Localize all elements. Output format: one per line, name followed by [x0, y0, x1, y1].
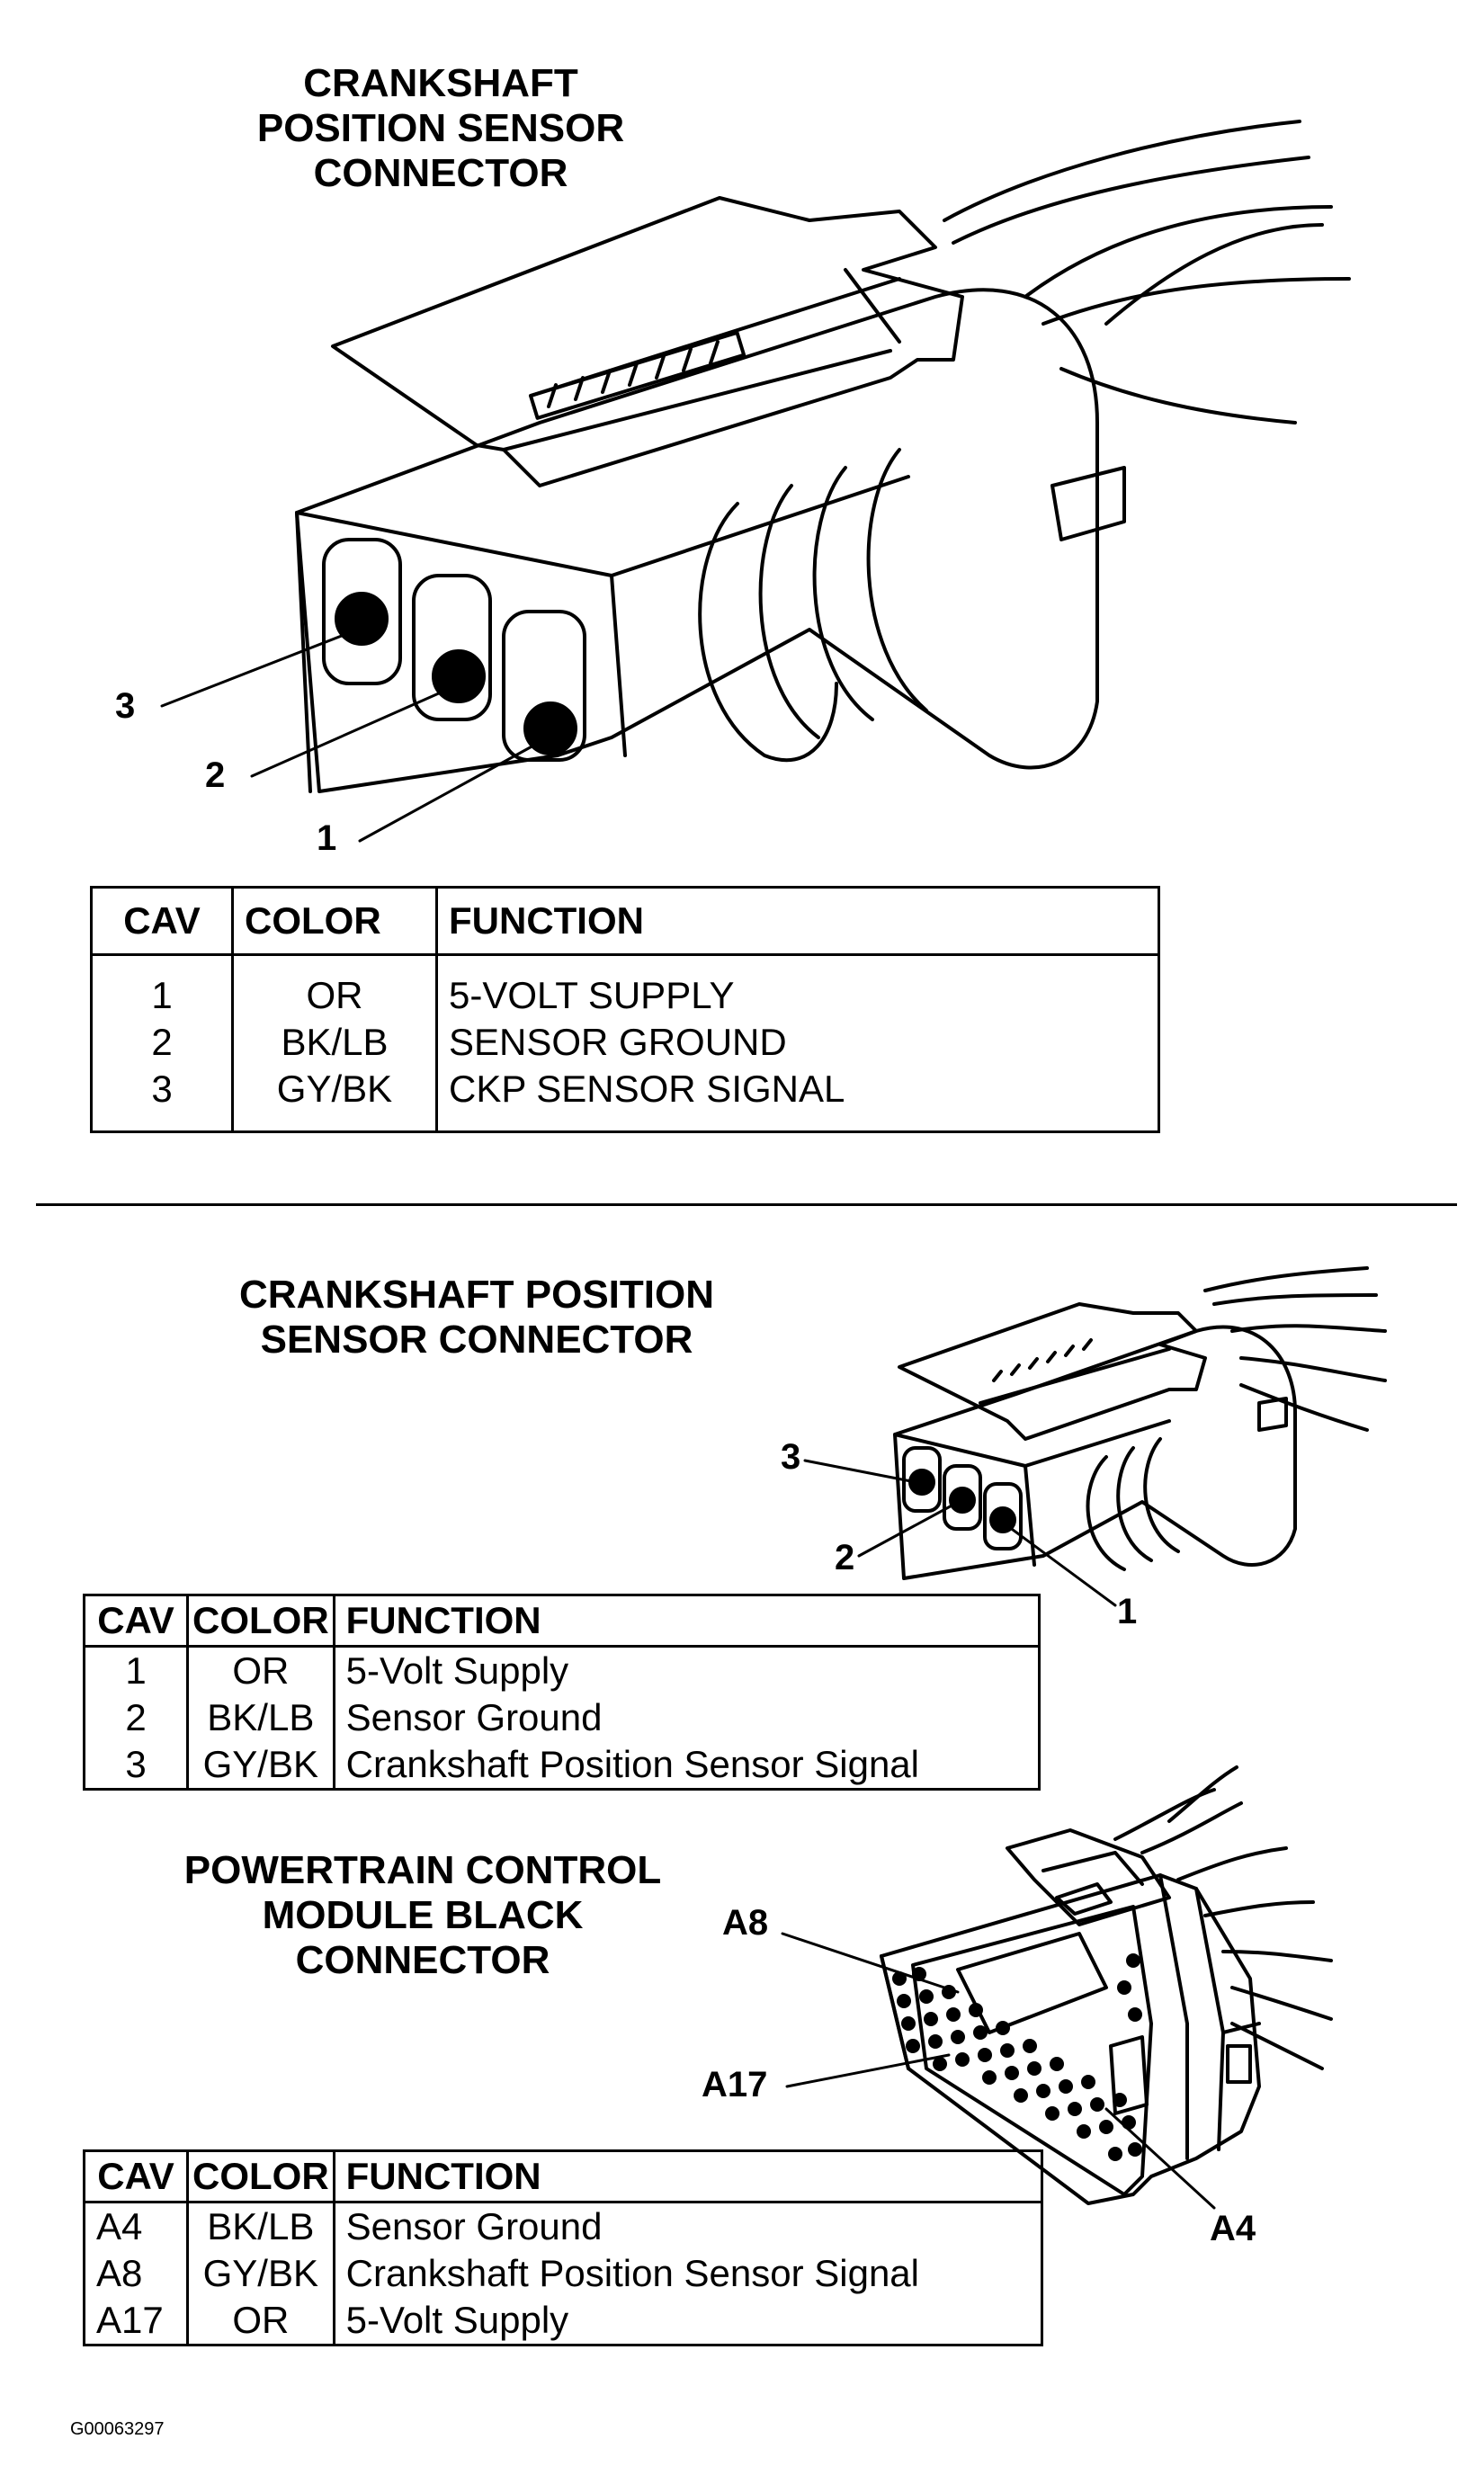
title-line: MODULE BLACK — [262, 1893, 584, 1937]
color-cell: BK/LB — [186, 1694, 335, 1741]
cav-cell: 2 — [90, 1019, 234, 1066]
function-cell: 5-VOLT SUPPLY — [435, 954, 1160, 1019]
title-line: CONNECTOR — [313, 151, 568, 195]
middle-wiring-table: CAV COLOR FUNCTION 1 OR 5-Volt Supply 2 … — [83, 1594, 1041, 1791]
table-row: 2 BK/LB SENSOR GROUND — [90, 1019, 1160, 1066]
color-header: COLOR — [186, 1595, 335, 1648]
color-header: COLOR — [231, 887, 438, 956]
table-header-row: CAV COLOR FUNCTION — [90, 887, 1160, 956]
function-cell: Crankshaft Position Sensor Signal — [332, 2250, 1044, 2297]
cav-cell: A4 — [83, 2202, 189, 2250]
function-header: FUNCTION — [332, 1595, 1041, 1648]
function-cell: Crankshaft Position Sensor Signal — [332, 1741, 1041, 1790]
middle-pin-label-1: 1 — [1117, 1592, 1138, 1631]
middle-pin-label-2: 2 — [835, 1538, 855, 1577]
cav-header: CAV — [90, 887, 234, 956]
color-cell: BK/LB — [186, 2202, 335, 2250]
top-connector-title: CRANKSHAFT POSITION SENSOR CONNECTOR — [243, 61, 639, 196]
title-line: POSITION SENSOR — [256, 106, 625, 150]
bottom-pin-label-a8: A8 — [722, 1903, 769, 1943]
crankshaft-sensor-connector-large — [295, 120, 1351, 793]
cav-cell: 3 — [83, 1741, 189, 1790]
bottom-pin-label-a17: A17 — [702, 2065, 768, 2104]
table-row: 3 GY/BK Crankshaft Position Sensor Signa… — [83, 1741, 1041, 1790]
color-cell: GY/BK — [186, 2250, 335, 2297]
function-header: FUNCTION — [332, 2150, 1044, 2203]
middle-connector-title: CRANKSHAFT POSITION SENSOR CONNECTOR — [207, 1273, 746, 1363]
color-cell: GY/BK — [231, 1066, 438, 1132]
crankshaft-sensor-connector-small — [893, 1266, 1387, 1580]
leader-lines — [160, 632, 1216, 2210]
table-header-row: CAV COLOR FUNCTION — [83, 2150, 1044, 2203]
color-cell: OR — [231, 954, 438, 1019]
function-header: FUNCTION — [435, 887, 1160, 956]
function-cell: CKP SENSOR SIGNAL — [435, 1066, 1160, 1132]
section-divider — [36, 1203, 1457, 1206]
table-row: A4 BK/LB Sensor Ground — [83, 2202, 1044, 2250]
top-pin-label-1: 1 — [317, 818, 337, 858]
cav-cell: 2 — [83, 1694, 189, 1741]
table-header-row: CAV COLOR FUNCTION — [83, 1595, 1041, 1648]
middle-pin-label-3: 3 — [781, 1437, 801, 1477]
cav-cell: 1 — [83, 1646, 189, 1694]
cav-cell: A17 — [83, 2297, 189, 2345]
table-row: 1 OR 5-Volt Supply — [83, 1646, 1041, 1694]
function-cell: 5-Volt Supply — [332, 2297, 1044, 2345]
color-header: COLOR — [186, 2150, 335, 2203]
function-cell: Sensor Ground — [332, 2202, 1044, 2250]
title-line: POWERTRAIN CONTROL — [183, 1848, 662, 1892]
cav-header: CAV — [83, 1595, 189, 1648]
table-row: A17 OR 5-Volt Supply — [83, 2297, 1044, 2345]
title-line: CRANKSHAFT POSITION — [239, 1273, 714, 1317]
pcm-pin-grid — [892, 1953, 1142, 2161]
title-line: CRANKSHAFT — [303, 61, 578, 105]
function-cell: SENSOR GROUND — [435, 1019, 1160, 1066]
bottom-pin-label-a4: A4 — [1210, 2209, 1256, 2248]
figure-code: G00063297 — [70, 2419, 165, 2439]
pcm-black-connector — [880, 1765, 1333, 2205]
cav-cell: 1 — [90, 954, 234, 1019]
table-row: 1 OR 5-VOLT SUPPLY — [90, 954, 1160, 1019]
cav-cell: 3 — [90, 1066, 234, 1132]
top-wiring-table: CAV COLOR FUNCTION 1 OR 5-VOLT SUPPLY 2 … — [90, 886, 1160, 1133]
function-cell: Sensor Ground — [332, 1694, 1041, 1741]
top-pin-label-3: 3 — [115, 686, 136, 726]
color-cell: OR — [186, 2297, 335, 2345]
table-row: 2 BK/LB Sensor Ground — [83, 1694, 1041, 1741]
bottom-connector-title: POWERTRAIN CONTROL MODULE BLACK CONNECTO… — [153, 1848, 693, 1983]
color-cell: OR — [186, 1646, 335, 1694]
cav-cell: A8 — [83, 2250, 189, 2297]
title-line: SENSOR CONNECTOR — [260, 1318, 693, 1362]
bottom-wiring-table: CAV COLOR FUNCTION A4 BK/LB Sensor Groun… — [83, 2149, 1044, 2346]
top-pin-label-2: 2 — [205, 755, 226, 795]
cav-header: CAV — [83, 2150, 189, 2203]
color-cell: BK/LB — [231, 1019, 438, 1066]
table-row: 3 GY/BK CKP SENSOR SIGNAL — [90, 1066, 1160, 1132]
title-line: CONNECTOR — [295, 1938, 550, 1982]
color-cell: GY/BK — [186, 1741, 335, 1790]
function-cell: 5-Volt Supply — [332, 1646, 1041, 1694]
table-row: A8 GY/BK Crankshaft Position Sensor Sign… — [83, 2250, 1044, 2297]
